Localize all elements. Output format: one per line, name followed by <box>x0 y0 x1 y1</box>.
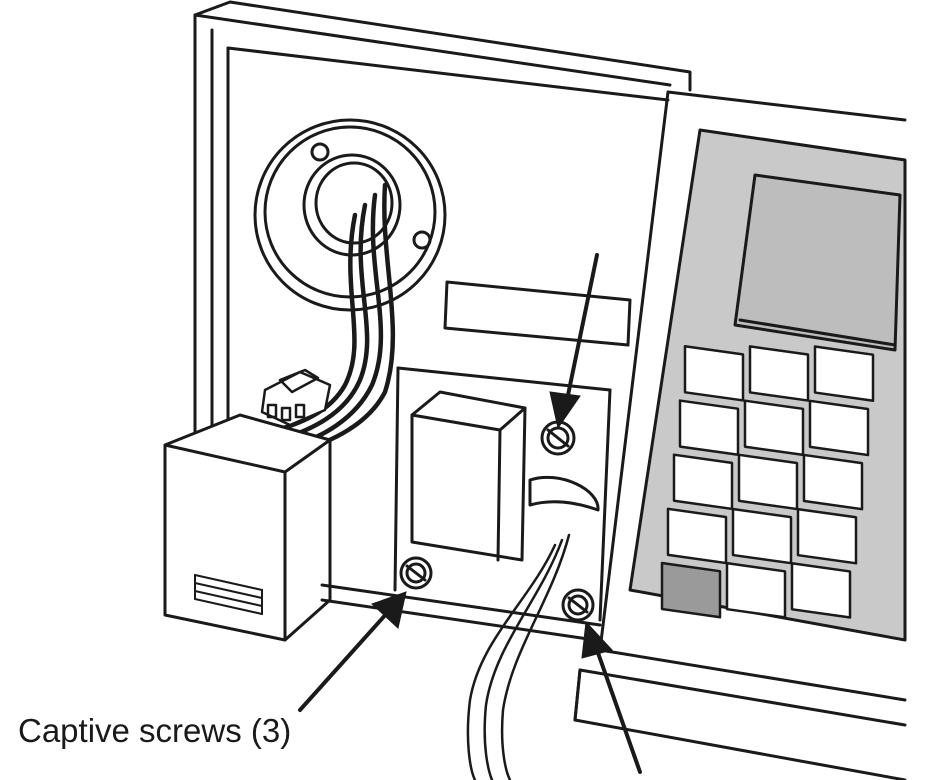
captive-screw-icon <box>561 588 595 622</box>
vent-grille <box>194 574 263 615</box>
captive-screw-icon <box>540 420 576 456</box>
key <box>678 399 740 456</box>
arrow-icon <box>581 620 642 774</box>
fiber-tubes <box>466 533 571 780</box>
key-dark <box>660 561 722 619</box>
fitting-screw-hole <box>412 230 432 250</box>
key <box>672 453 734 511</box>
fitting-screw-hole <box>310 142 330 162</box>
keypad <box>660 345 875 619</box>
key <box>796 507 858 565</box>
callout-label: Captive screws (3) <box>18 712 292 749</box>
key <box>743 399 805 457</box>
key <box>731 507 793 565</box>
captive-screw-icon <box>399 556 433 590</box>
lamp-compartment <box>320 366 612 642</box>
instrument-housing <box>193 0 692 442</box>
key <box>790 562 852 619</box>
key <box>813 345 875 402</box>
key <box>748 345 810 402</box>
key <box>737 453 799 511</box>
arrow-icon <box>298 591 407 712</box>
arrow-icon <box>549 253 599 430</box>
key <box>683 345 745 402</box>
label-plate <box>443 280 632 347</box>
key <box>802 453 864 511</box>
key <box>666 507 728 565</box>
key <box>725 561 787 619</box>
connector-icon <box>260 368 332 427</box>
lower-left-module <box>163 413 332 642</box>
key <box>808 399 870 457</box>
lamp-block <box>410 390 527 562</box>
circular-fitting <box>253 118 447 312</box>
base-rail <box>573 668 907 780</box>
